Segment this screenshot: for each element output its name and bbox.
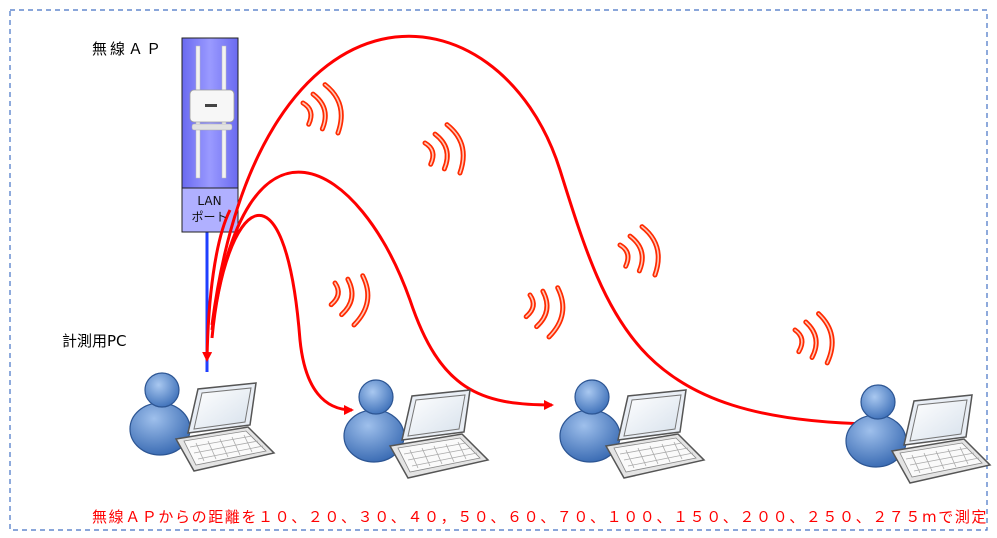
lan-port-label-line1: LAN [197, 194, 222, 208]
user-laptop-icon [343, 379, 489, 479]
wifi-wave-icon [617, 224, 664, 281]
wireless-ap-icon [181, 37, 239, 189]
signal-path-pc3 [210, 170, 554, 410]
signal-path-pc2 [210, 213, 354, 415]
user-laptop-icon [129, 372, 275, 472]
ap-label: 無線ＡＰ [92, 40, 165, 58]
signal-path-pc1 [202, 209, 232, 362]
user-laptop-icon [845, 384, 991, 484]
wifi-wave-icon [300, 82, 347, 139]
signal-paths [202, 34, 874, 429]
wifi-wave-icon [523, 283, 566, 338]
measurement-caption: 無線ＡＰからの距離を１０、２０、３０、４０，５０、６０、７０、１００、１５０、２… [92, 508, 989, 526]
lan-port-label-line2: ポート [191, 210, 228, 224]
wifi-wave-icon [793, 312, 836, 367]
pc-label: 計測用PC [62, 332, 127, 350]
wifi-wave-icon [422, 122, 469, 179]
lan-port-label: LAN ポート [182, 193, 237, 225]
user-laptop-icon [559, 379, 705, 479]
dashed-border [9, 9, 988, 531]
signal-path-pc4 [210, 34, 874, 429]
wifi-wave-icon [328, 271, 371, 326]
